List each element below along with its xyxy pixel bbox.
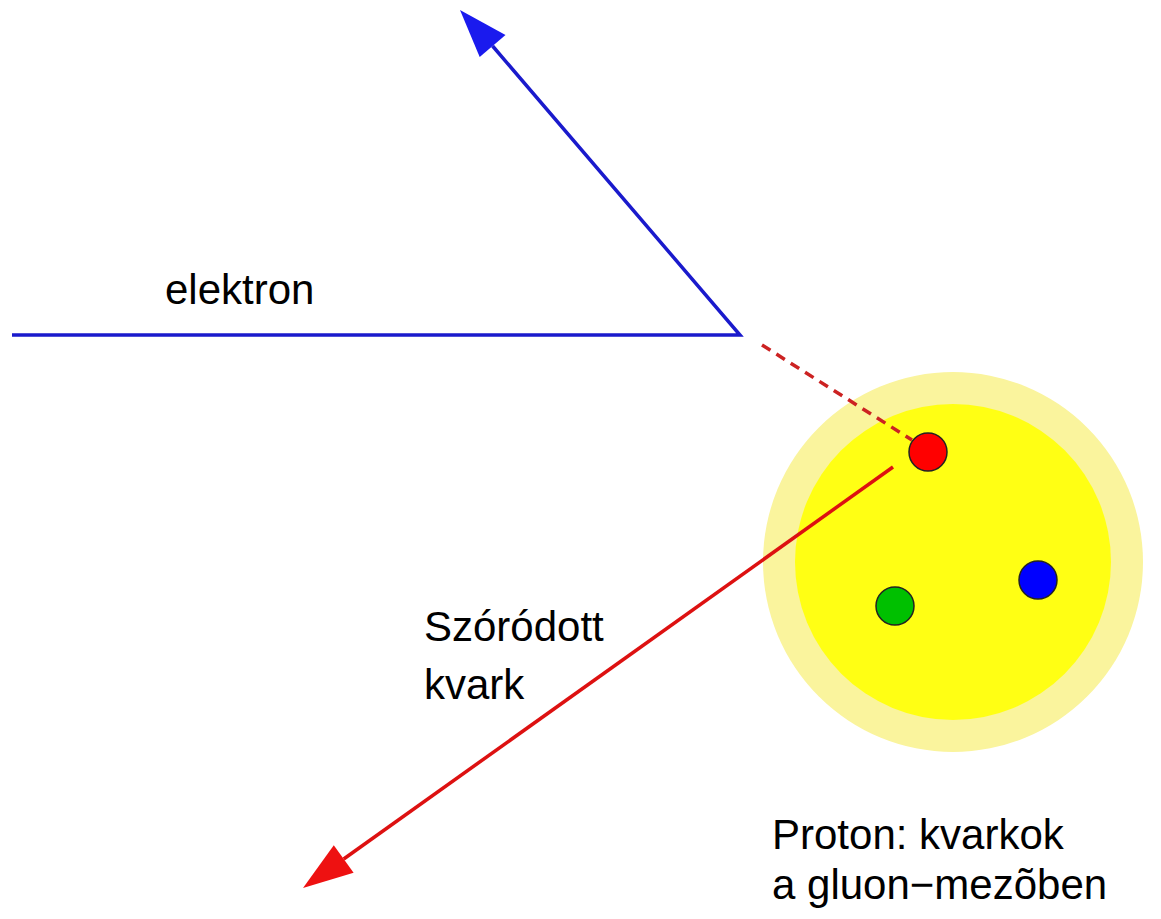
proton-outer [763,372,1143,752]
electron-arrowhead [460,10,506,57]
node-caption: Proton: kvarkok a gluon−mezõben [772,810,1107,910]
proton-inner [795,404,1111,720]
quark-label: Szóródott kvark [424,598,604,714]
green-quark [876,587,914,625]
electron-label: elektron [165,262,314,318]
electron-path [12,46,740,335]
blue-quark [1019,561,1057,599]
quark-arrowhead [303,845,354,888]
quark-path [344,467,893,859]
red-quark [909,433,947,471]
proton-node: Proton: kvarkok a gluon−mezõben [760,368,1152,916]
photon-line [762,345,912,440]
